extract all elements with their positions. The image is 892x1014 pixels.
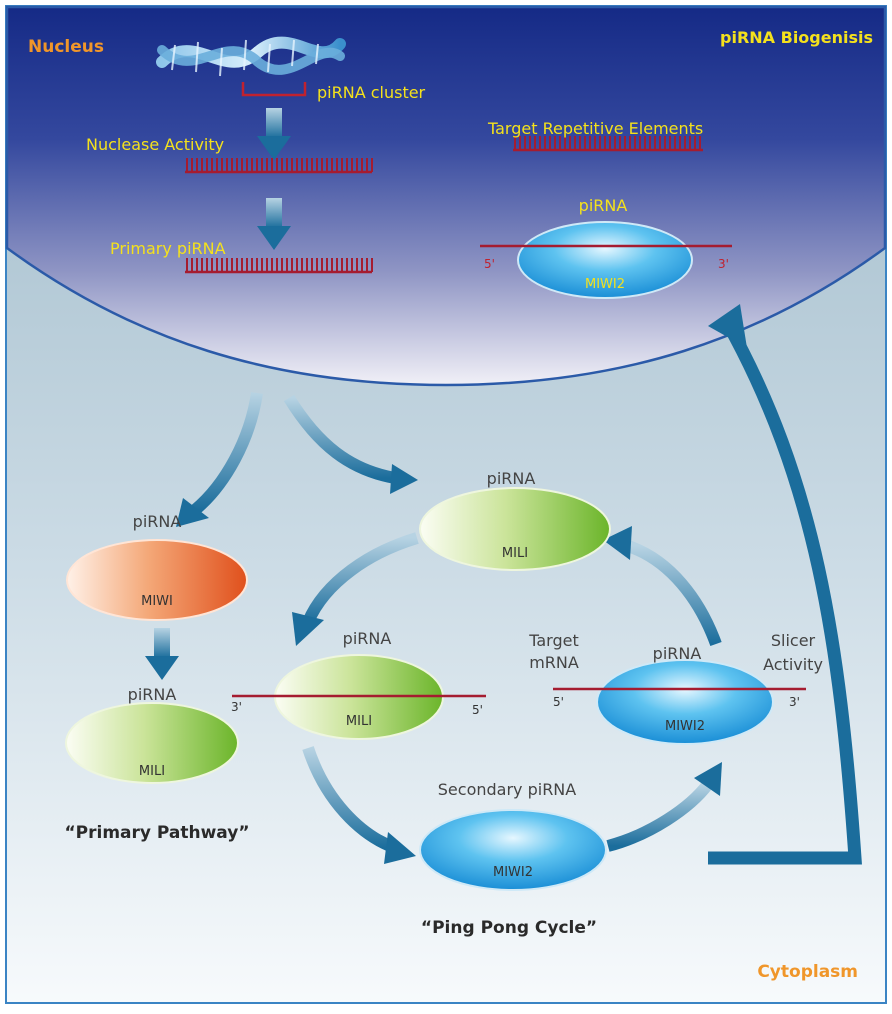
nuclease-label: Nuclease Activity	[86, 135, 224, 154]
arrow-to-pingpong-icon	[283, 394, 418, 494]
mid-mili-pirna-label: piRNA	[343, 629, 392, 648]
miwi-complex	[66, 539, 248, 621]
nuclear-pirna-label: piRNA	[579, 196, 628, 215]
secondary-miwi2-complex	[419, 809, 607, 891]
secondary-miwi2-label: MIWI2	[493, 865, 533, 880]
diagram-title: piRNA Biogenisis	[720, 28, 873, 47]
cytoplasm-label: Cytoplasm	[757, 962, 858, 982]
primary-mili-complex	[65, 702, 239, 784]
nucleus-region	[5, 5, 887, 387]
cycle-arrow-icon	[302, 746, 416, 864]
nuclear-miwi2-label: MIWI2	[585, 277, 625, 292]
miwi-pirna-label: piRNA	[133, 512, 182, 531]
target-elements-strand	[513, 136, 703, 152]
right-miwi2-label: MIWI2	[665, 719, 705, 734]
target-mrna-label-line2: mRNA	[529, 653, 579, 672]
cluster-bracket	[241, 82, 307, 97]
right-miwi2-pirna-label: piRNA	[653, 644, 702, 663]
right-miwi2-complex	[596, 659, 774, 745]
top-mili-complex	[419, 487, 611, 571]
mid-three-prime-label: 3'	[231, 700, 242, 714]
down-arrow-icon	[257, 198, 291, 250]
top-mili-pirna-label: piRNA	[487, 469, 536, 488]
feedback-arrow-icon	[708, 304, 862, 865]
mid-mili-label: MILI	[346, 714, 372, 729]
right-three-prime-label: 3'	[789, 695, 800, 709]
cycle-arrow-icon	[606, 762, 722, 852]
dna-helix-icon	[156, 36, 346, 77]
target-elements-label: Target Repetitive Elements	[487, 119, 703, 138]
nucleus-label: Nucleus	[28, 37, 104, 57]
down-arrow-icon	[257, 108, 291, 160]
nuclease-product-strand	[185, 158, 373, 174]
primary-pirna-label: Primary piRNA	[110, 239, 226, 258]
slicer-label-line1: Slicer	[771, 631, 816, 650]
right-five-prime-label: 5'	[553, 695, 564, 709]
primary-mili-pirna-label: piRNA	[128, 685, 177, 704]
primary-mili-label: MILI	[139, 764, 165, 779]
miwi-label: MIWI	[141, 594, 173, 609]
cycle-arrow-icon	[292, 532, 419, 646]
top-mili-label: MILI	[502, 546, 528, 561]
mid-five-prime-label: 5'	[472, 703, 483, 717]
down-arrow-icon	[145, 628, 179, 680]
primary-pathway-caption: “Primary Pathway”	[64, 823, 249, 843]
primary-pirna-strand	[185, 258, 373, 274]
five-prime-label: 5'	[484, 257, 495, 271]
arrow-to-miwi-icon	[176, 392, 263, 527]
three-prime-label: 3'	[718, 257, 729, 271]
nuclear-miwi2-complex	[517, 221, 693, 299]
slicer-label-line2: Activity	[763, 655, 823, 674]
target-mrna-label-line1: Target	[528, 631, 579, 650]
cluster-label: piRNA cluster	[317, 83, 426, 102]
ping-pong-caption: “Ping Pong Cycle”	[421, 918, 597, 938]
cycle-arrow-icon	[603, 526, 722, 647]
secondary-pirna-label: Secondary piRNA	[438, 780, 577, 799]
